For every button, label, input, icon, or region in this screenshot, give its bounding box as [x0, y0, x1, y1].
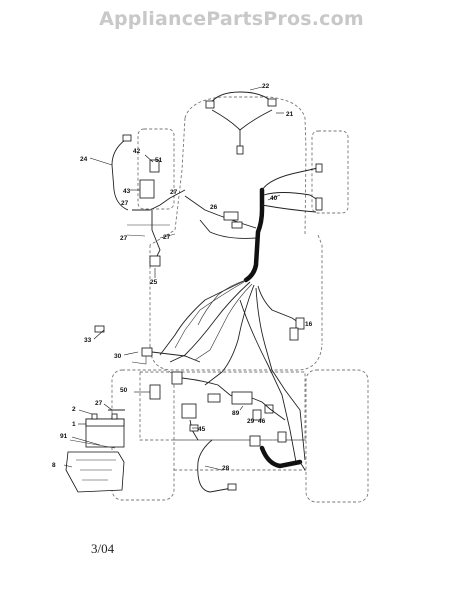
callout-33: 33	[84, 337, 92, 344]
callout-28: 28	[222, 465, 230, 472]
callout-25: 25	[150, 279, 158, 286]
callout-27-d: 27	[163, 234, 171, 241]
tractor-outline	[111, 96, 369, 503]
pto-components	[134, 371, 286, 421]
callout-89: 89	[232, 410, 240, 417]
callout-27-c: 27	[120, 235, 128, 242]
callout-46: 46	[258, 418, 266, 425]
callout-42: 42	[133, 148, 141, 155]
callout-2: 2	[72, 406, 76, 413]
callout-50: 50	[120, 387, 128, 394]
revision-date: 3/04	[91, 541, 115, 556]
callout-27-a: 27	[121, 200, 129, 207]
battery-assembly	[63, 403, 125, 493]
watermark: AppliancePartsPros.com	[99, 8, 364, 30]
callout-27-e: 27	[95, 400, 103, 407]
main-harness	[159, 163, 323, 463]
ignition-harness	[89, 134, 186, 278]
callout-29: 29	[247, 418, 255, 425]
headlight-harness	[205, 86, 284, 155]
callout-27-b: 27	[170, 189, 178, 196]
callout-8: 8	[52, 462, 56, 469]
reverse-switch	[289, 327, 299, 341]
callout-21: 21	[286, 111, 294, 118]
callout-26: 26	[210, 204, 218, 211]
callout-91: 91	[60, 433, 68, 440]
seat-connector-cluster	[93, 325, 201, 365]
callout-30: 30	[114, 353, 122, 360]
rear-harness	[181, 403, 306, 493]
callout-labels: 22 21 24 42 51 43 27 27 27 27 26 40 25 1…	[52, 83, 313, 472]
callout-22: 22	[262, 83, 270, 90]
callout-1: 1	[72, 421, 76, 428]
callout-16: 16	[305, 321, 313, 328]
callout-40: 40	[270, 195, 278, 202]
callout-24: 24	[80, 156, 88, 163]
callout-45: 45	[198, 426, 206, 433]
callout-51: 51	[155, 157, 163, 164]
callout-43: 43	[123, 188, 131, 195]
